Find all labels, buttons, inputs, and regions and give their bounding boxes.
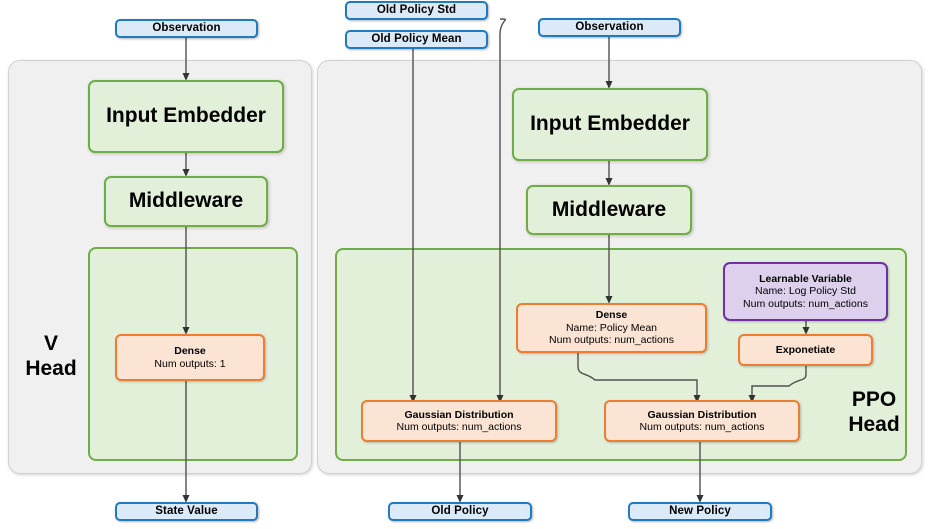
v-head-middleware[interactable]: Middleware xyxy=(104,176,268,227)
input-old-policy-std[interactable]: Old Policy Std xyxy=(345,1,488,20)
ppo-head-gaussian-old-num-outputs: Num outputs: num_actions xyxy=(396,421,522,433)
ppo-head-label: PPO Head xyxy=(828,388,920,438)
output-new-policy[interactable]: New Policy xyxy=(628,502,772,521)
ppo-head-learnable-variable-name: Name: Log Policy Std xyxy=(755,285,856,298)
ppo-head-dense-num-outputs: Num outputs: num_actions xyxy=(549,334,674,347)
v-head-input-embedder-label: Input Embedder xyxy=(106,104,266,128)
v-head-label-line1: V xyxy=(43,332,58,355)
ppo-head-gaussian-old-title: Gaussian Distribution xyxy=(404,408,514,421)
ppo-head-middleware-label: Middleware xyxy=(551,197,667,221)
ppo-head-dense-title: Dense xyxy=(595,309,628,322)
ppo-head-label-line2: Head xyxy=(848,412,900,436)
ppo-head-learnable-variable-title: Learnable Variable xyxy=(759,272,852,285)
ppo-head-input-embedder[interactable]: Input Embedder xyxy=(512,88,708,161)
ppo-head-dense-name: Name: Policy Mean xyxy=(565,321,658,334)
output-new-policy-label: New Policy xyxy=(669,504,731,517)
v-head-middleware-label: Middleware xyxy=(128,189,244,213)
output-state-value-label: State Value xyxy=(155,504,218,517)
input-observation-right-label: Observation xyxy=(575,20,644,33)
ppo-head-dense-policy-mean[interactable]: Dense Name: Policy Mean Num outputs: num… xyxy=(516,303,707,353)
ppo-head-label-line1: PPO xyxy=(851,388,897,411)
v-head-dense-title: Dense xyxy=(174,345,206,358)
v-head-label-line2: Head xyxy=(25,356,77,380)
output-old-policy-label: Old Policy xyxy=(431,504,489,517)
v-head-input-embedder[interactable]: Input Embedder xyxy=(88,80,284,153)
ppo-head-middleware[interactable]: Middleware xyxy=(526,185,692,235)
ppo-head-gaussian-new[interactable]: Gaussian Distribution Num outputs: num_a… xyxy=(604,400,800,442)
v-head-dense-num-outputs: Num outputs: 1 xyxy=(154,357,226,370)
v-head-dense[interactable]: Dense Num outputs: 1 xyxy=(115,334,265,381)
input-observation-left-label: Observation xyxy=(152,21,221,34)
input-old-policy-mean[interactable]: Old Policy Mean xyxy=(345,30,488,49)
input-old-policy-std-label: Old Policy Std xyxy=(376,3,457,16)
input-observation-right[interactable]: Observation xyxy=(538,18,681,37)
ppo-head-learnable-variable-num-outputs: Num outputs: num_actions xyxy=(743,297,868,310)
input-observation-left[interactable]: Observation xyxy=(115,19,258,38)
output-state-value[interactable]: State Value xyxy=(115,502,258,521)
output-old-policy[interactable]: Old Policy xyxy=(388,502,532,521)
ppo-head-exponetiate-label: Exponetiate xyxy=(775,343,836,356)
v-head-label: V Head xyxy=(16,332,86,382)
ppo-head-gaussian-old[interactable]: Gaussian Distribution Num outputs: num_a… xyxy=(361,400,557,442)
ppo-head-learnable-variable[interactable]: Learnable Variable Name: Log Policy Std … xyxy=(723,262,888,321)
input-old-policy-mean-label: Old Policy Mean xyxy=(371,32,462,45)
ppo-head-gaussian-new-title: Gaussian Distribution xyxy=(647,408,757,421)
ppo-head-exponetiate[interactable]: Exponetiate xyxy=(738,334,873,366)
ppo-head-gaussian-new-num-outputs: Num outputs: num_actions xyxy=(639,421,765,433)
ppo-head-input-embedder-label: Input Embedder xyxy=(530,112,690,136)
